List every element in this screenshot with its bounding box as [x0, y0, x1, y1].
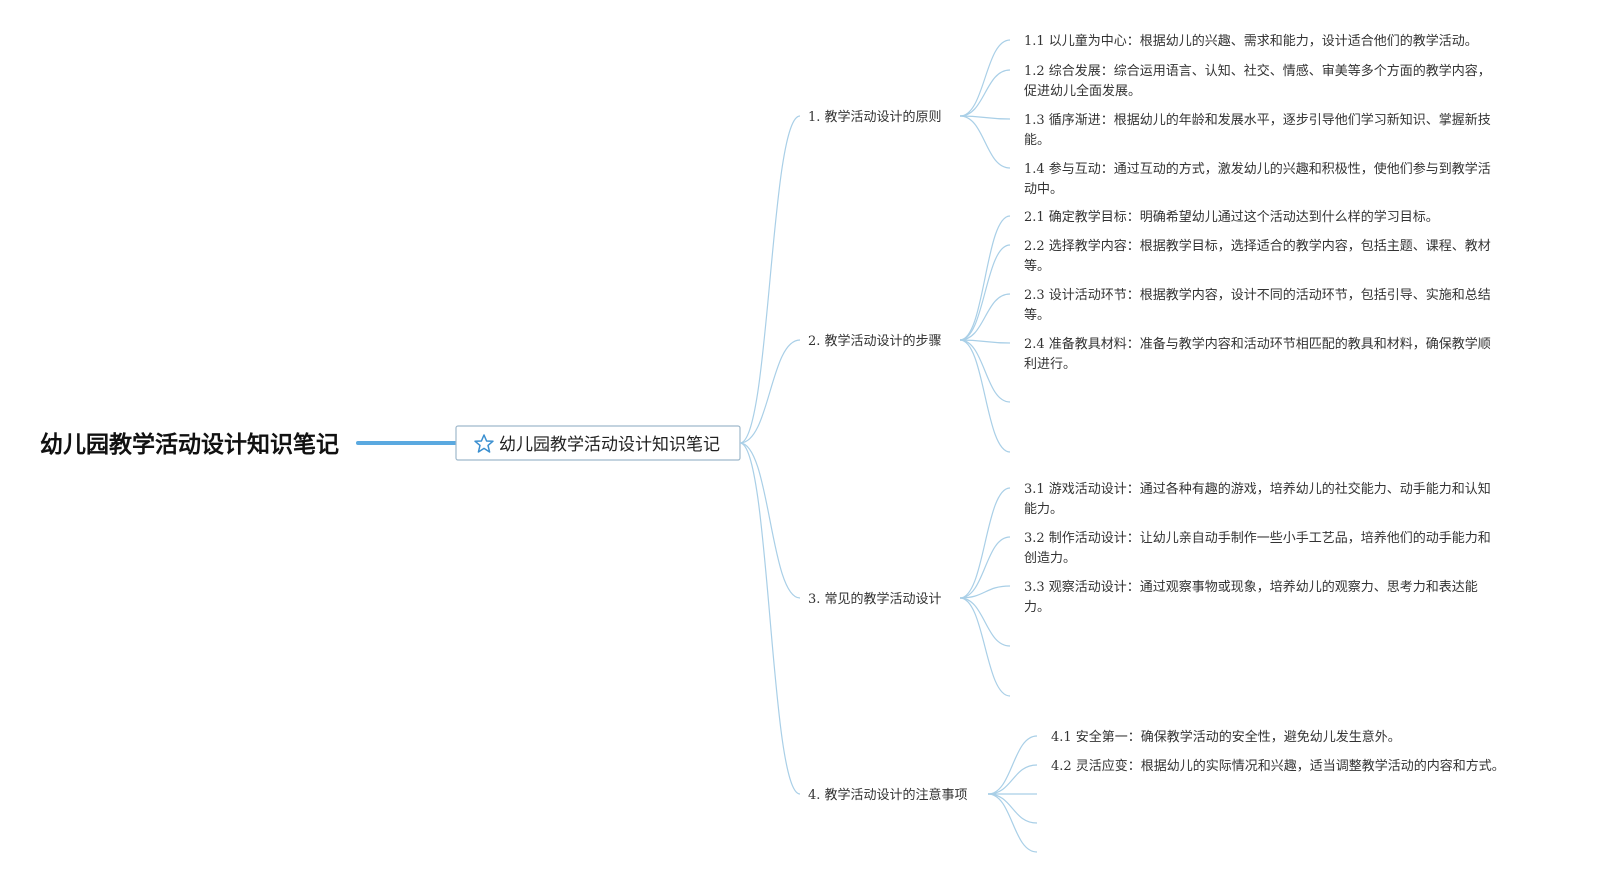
leaf-text-line: 等。: [1024, 307, 1050, 323]
leaf-connector: [987, 793, 1038, 853]
leaf-text-line: 动中。: [1024, 182, 1063, 197]
leaf-text-line: 3.2 制作活动设计：让幼儿亲自动手制作一些小手工艺品，培养他们的动手能力和: [1024, 530, 1491, 546]
leaf-text-line: 2.2 选择教学内容：根据教学目标，选择适合的教学内容，包括主题、课程、教材: [1024, 238, 1491, 254]
main-title: 幼儿园教学活动设计知识笔记: [40, 431, 339, 458]
leaf-connector: [959, 487, 1011, 599]
leaf-text-line: 促进幼儿全面发展。: [1024, 83, 1141, 99]
leaf-connector: [959, 339, 1011, 453]
leaf-text-line: 2.1 确定教学目标：明确希望幼儿通过这个活动达到什么样的学习目标。: [1024, 209, 1439, 225]
leaf-text-line: 力。: [1024, 600, 1050, 615]
leaf-node[interactable]: 4.2 灵活应变：根据幼儿的实际情况和兴趣，适当调整教学活动的内容和方式。: [1051, 758, 1505, 774]
branch-connector: [739, 442, 801, 599]
branch-node[interactable]: 1. 教学活动设计的原则: [808, 109, 942, 125]
leaf-text-line: 利进行。: [1024, 357, 1076, 372]
connector-lines: [739, 39, 1038, 853]
leaf-text-line: 3.1 游戏活动设计：通过各种有趣的游戏，培养幼儿的社交能力、动手能力和认知: [1024, 481, 1491, 497]
leaf-text-line: 1.2 综合发展：综合运用语言、认知、社交、情感、审美等多个方面的教学内容，: [1024, 63, 1491, 79]
branch-connector: [739, 115, 801, 444]
leaf-node[interactable]: 2.4 准备教具材料：准备与教学内容和活动环节相匹配的教具和材料，确保教学顺利进…: [1024, 336, 1491, 372]
branch-connector: [739, 339, 801, 444]
leaf-connector: [959, 69, 1011, 117]
leaf-text-line: 1.1 以儿童为中心：根据幼儿的兴趣、需求和能力，设计适合他们的教学活动。: [1024, 33, 1478, 49]
leaf-node[interactable]: 3.1 游戏活动设计：通过各种有趣的游戏，培养幼儿的社交能力、动手能力和认知能力…: [1024, 481, 1491, 517]
leaf-connector: [959, 215, 1011, 341]
leaf-text-line: 1.3 循序渐进：根据幼儿的年龄和发展水平，逐步引导他们学习新知识、掌握新技: [1024, 112, 1491, 128]
leaf-connector: [959, 585, 1011, 599]
leaf-connector: [959, 39, 1011, 117]
branch-node[interactable]: 2. 教学活动设计的步骤: [808, 333, 942, 349]
leaf-connector: [959, 339, 1011, 344]
center-node-label: 幼儿园教学活动设计知识笔记: [499, 435, 720, 455]
branch-node[interactable]: 3. 常见的教学活动设计: [808, 591, 942, 607]
leaf-text-line: 能。: [1024, 133, 1050, 148]
leaf-text-line: 4.2 灵活应变：根据幼儿的实际情况和兴趣，适当调整教学活动的内容和方式。: [1051, 758, 1505, 774]
leaf-node[interactable]: 2.1 确定教学目标：明确希望幼儿通过这个活动达到什么样的学习目标。: [1024, 209, 1439, 225]
leaf-connector: [959, 597, 1011, 647]
leaf-text-line: 1.4 参与互动：通过互动的方式，激发幼儿的兴趣和积极性，使他们参与到教学活: [1024, 161, 1491, 177]
leaf-connector: [959, 293, 1011, 341]
leaf-node[interactable]: 4.1 安全第一：确保教学活动的安全性，避免幼儿发生意外。: [1051, 729, 1401, 745]
leaf-connector: [959, 244, 1011, 341]
leaf-connector: [987, 735, 1038, 795]
leaf-connector: [959, 339, 1011, 403]
branch-label: 1. 教学活动设计的原则: [808, 109, 942, 125]
leaf-text-line: 能力。: [1024, 502, 1063, 517]
leaf-text-line: 3.3 观察活动设计：通过观察事物或现象，培养幼儿的观察力、思考力和表达能: [1024, 579, 1478, 595]
leaf-node[interactable]: 1.1 以儿童为中心：根据幼儿的兴趣、需求和能力，设计适合他们的教学活动。: [1024, 33, 1478, 49]
branch-node[interactable]: 4. 教学活动设计的注意事项: [808, 787, 968, 803]
leaf-connector: [987, 764, 1038, 795]
center-node[interactable]: 幼儿园教学活动设计知识笔记: [455, 425, 741, 461]
star-icon: [474, 434, 494, 453]
leaf-text-line: 创造力。: [1024, 551, 1076, 566]
leaf-text-line: 2.4 准备教具材料：准备与教学内容和活动环节相匹配的教具和材料，确保教学顺: [1024, 336, 1491, 352]
leaf-connector: [959, 597, 1011, 697]
branch-list: 1. 教学活动设计的原则 1.1 以儿童为中心：根据幼儿的兴趣、需求和能力，设计适…: [808, 33, 1505, 803]
leaf-connector: [959, 115, 1011, 169]
leaf-connector: [987, 793, 1038, 824]
leaf-node[interactable]: 3.2 制作活动设计：让幼儿亲自动手制作一些小手工艺品，培养他们的动手能力和创造…: [1024, 530, 1491, 566]
branch-label: 4. 教学活动设计的注意事项: [808, 787, 968, 803]
leaf-node[interactable]: 1.4 参与互动：通过互动的方式，激发幼儿的兴趣和积极性，使他们参与到教学活动中…: [1024, 161, 1491, 197]
leaf-text-line: 2.3 设计活动环节：根据教学内容，设计不同的活动环节，包括引导、实施和总结: [1024, 287, 1491, 303]
leaf-node[interactable]: 1.2 综合发展：综合运用语言、认知、社交、情感、审美等多个方面的教学内容， 促进…: [1024, 63, 1491, 99]
branch-label: 2. 教学活动设计的步骤: [808, 333, 942, 349]
branch-label: 3. 常见的教学活动设计: [808, 591, 942, 607]
leaf-connector: [959, 536, 1011, 599]
leaf-text-line: 等。: [1024, 258, 1050, 274]
branch-connector: [739, 442, 801, 795]
leaf-node[interactable]: 2.2 选择教学内容：根据教学目标，选择适合的教学内容，包括主题、课程、教材等。: [1024, 238, 1491, 274]
leaf-connector: [959, 115, 1011, 120]
leaf-text-line: 4.1 安全第一：确保教学活动的安全性，避免幼儿发生意外。: [1051, 729, 1401, 745]
